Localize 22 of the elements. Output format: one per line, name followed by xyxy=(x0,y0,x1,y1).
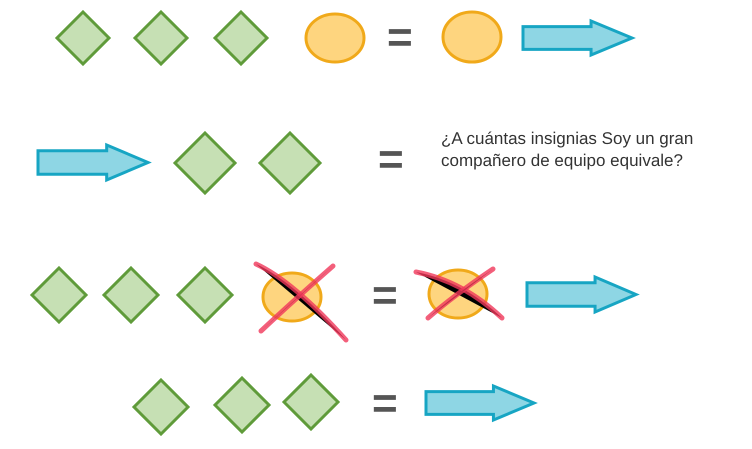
arrow-shape xyxy=(36,143,150,182)
diamond-shape xyxy=(176,266,234,324)
equals-sign: = xyxy=(378,138,404,182)
diamond-shape xyxy=(258,131,322,195)
diamond-shape xyxy=(213,10,269,66)
diamond-shape xyxy=(133,10,189,66)
diamond-shape xyxy=(282,373,340,431)
equals-sign: = xyxy=(372,274,398,318)
equals-sign: = xyxy=(387,16,413,60)
diamond-shape xyxy=(55,10,111,66)
arrow-shape xyxy=(525,275,638,314)
arrow-shape xyxy=(521,19,634,57)
diamond-shape xyxy=(132,378,190,436)
circle-shape xyxy=(304,12,366,64)
arrow-shape xyxy=(424,384,536,422)
diamond-shape xyxy=(30,266,88,324)
diamond-shape xyxy=(173,131,237,195)
equals-sign: = xyxy=(372,382,398,426)
diamond-shape xyxy=(213,376,271,434)
question-text: ¿A cuántas insignias Soy un gran compañero de equipo equivale? xyxy=(441,128,694,172)
circle-shape xyxy=(441,10,503,64)
diamond-shape xyxy=(102,266,160,324)
